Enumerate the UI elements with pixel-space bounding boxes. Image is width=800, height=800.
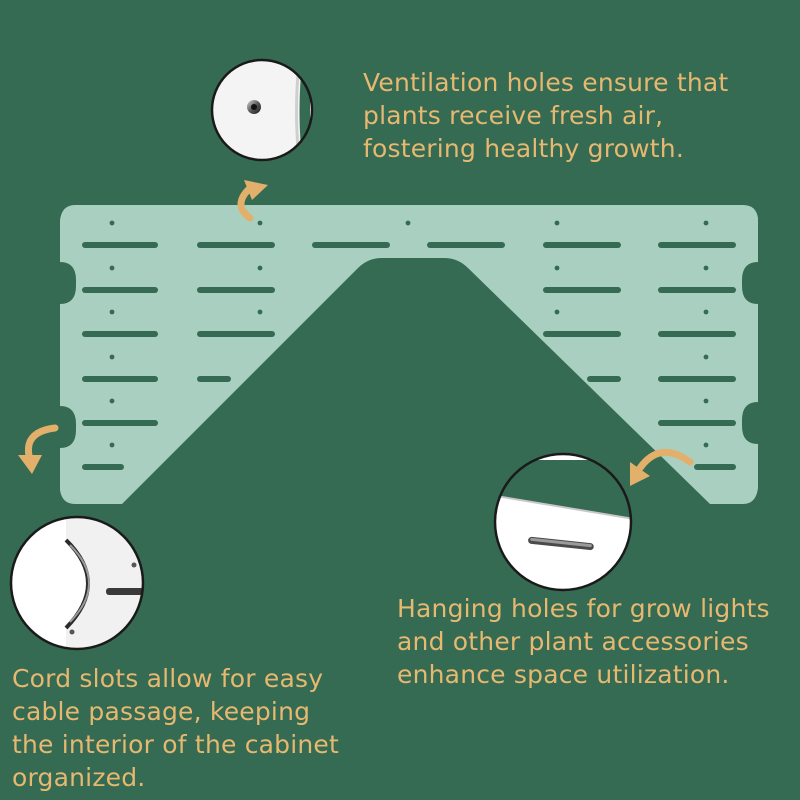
slot: [587, 376, 621, 382]
slot: [197, 287, 275, 293]
slot: [82, 420, 158, 426]
slot: [658, 287, 736, 293]
slot: [82, 287, 158, 293]
caption-line: fostering healthy growth.: [363, 134, 685, 163]
caption-line: and other plant accessories: [397, 627, 749, 656]
caption-line: Hanging holes for grow lights: [397, 594, 770, 623]
slot: [658, 331, 736, 337]
cord-slots-caption: Cord slots allow for easy cable passage,…: [12, 662, 339, 794]
caption-line: the interior of the cabinet: [12, 730, 340, 759]
curved-arrow-icon: [630, 462, 650, 486]
slot: [658, 242, 736, 248]
slot: [543, 331, 621, 337]
caption-line: organized.: [12, 763, 146, 792]
hanging-slots: [82, 242, 736, 470]
ventilation-holes: [109, 220, 709, 448]
slot: [312, 242, 390, 248]
slot: [427, 242, 505, 248]
hanging-hole-callout: [493, 452, 633, 592]
slot: [658, 420, 736, 426]
slot: [694, 464, 736, 470]
slot: [658, 376, 736, 382]
slot: [82, 464, 124, 470]
slot: [197, 331, 275, 337]
slot: [82, 242, 158, 248]
shelf-panel: [60, 205, 758, 504]
slot: [543, 287, 621, 293]
ventilation-caption: Ventilation holes ensure that plants rec…: [363, 66, 728, 165]
caption-line: plants receive fresh air,: [363, 101, 664, 130]
curved-arrow-icon: [18, 455, 42, 474]
curved-arrow-icon: [244, 180, 268, 200]
slot: [82, 331, 158, 337]
ventilation-callout: [210, 58, 314, 162]
slot: [197, 242, 275, 248]
cord-slot-callout: [9, 515, 145, 651]
caption-line: Cord slots allow for easy: [12, 664, 324, 693]
caption-line: Ventilation holes ensure that: [363, 68, 729, 97]
curved-arrow-icon: [237, 184, 254, 222]
slot: [197, 376, 231, 382]
slot: [82, 376, 158, 382]
curved-arrow-icon: [636, 448, 694, 472]
caption-line: enhance space utilization.: [397, 660, 730, 689]
hanging-holes-caption: Hanging holes for grow lights and other …: [397, 592, 770, 691]
slot: [543, 242, 621, 248]
caption-line: cable passage, keeping: [12, 697, 311, 726]
